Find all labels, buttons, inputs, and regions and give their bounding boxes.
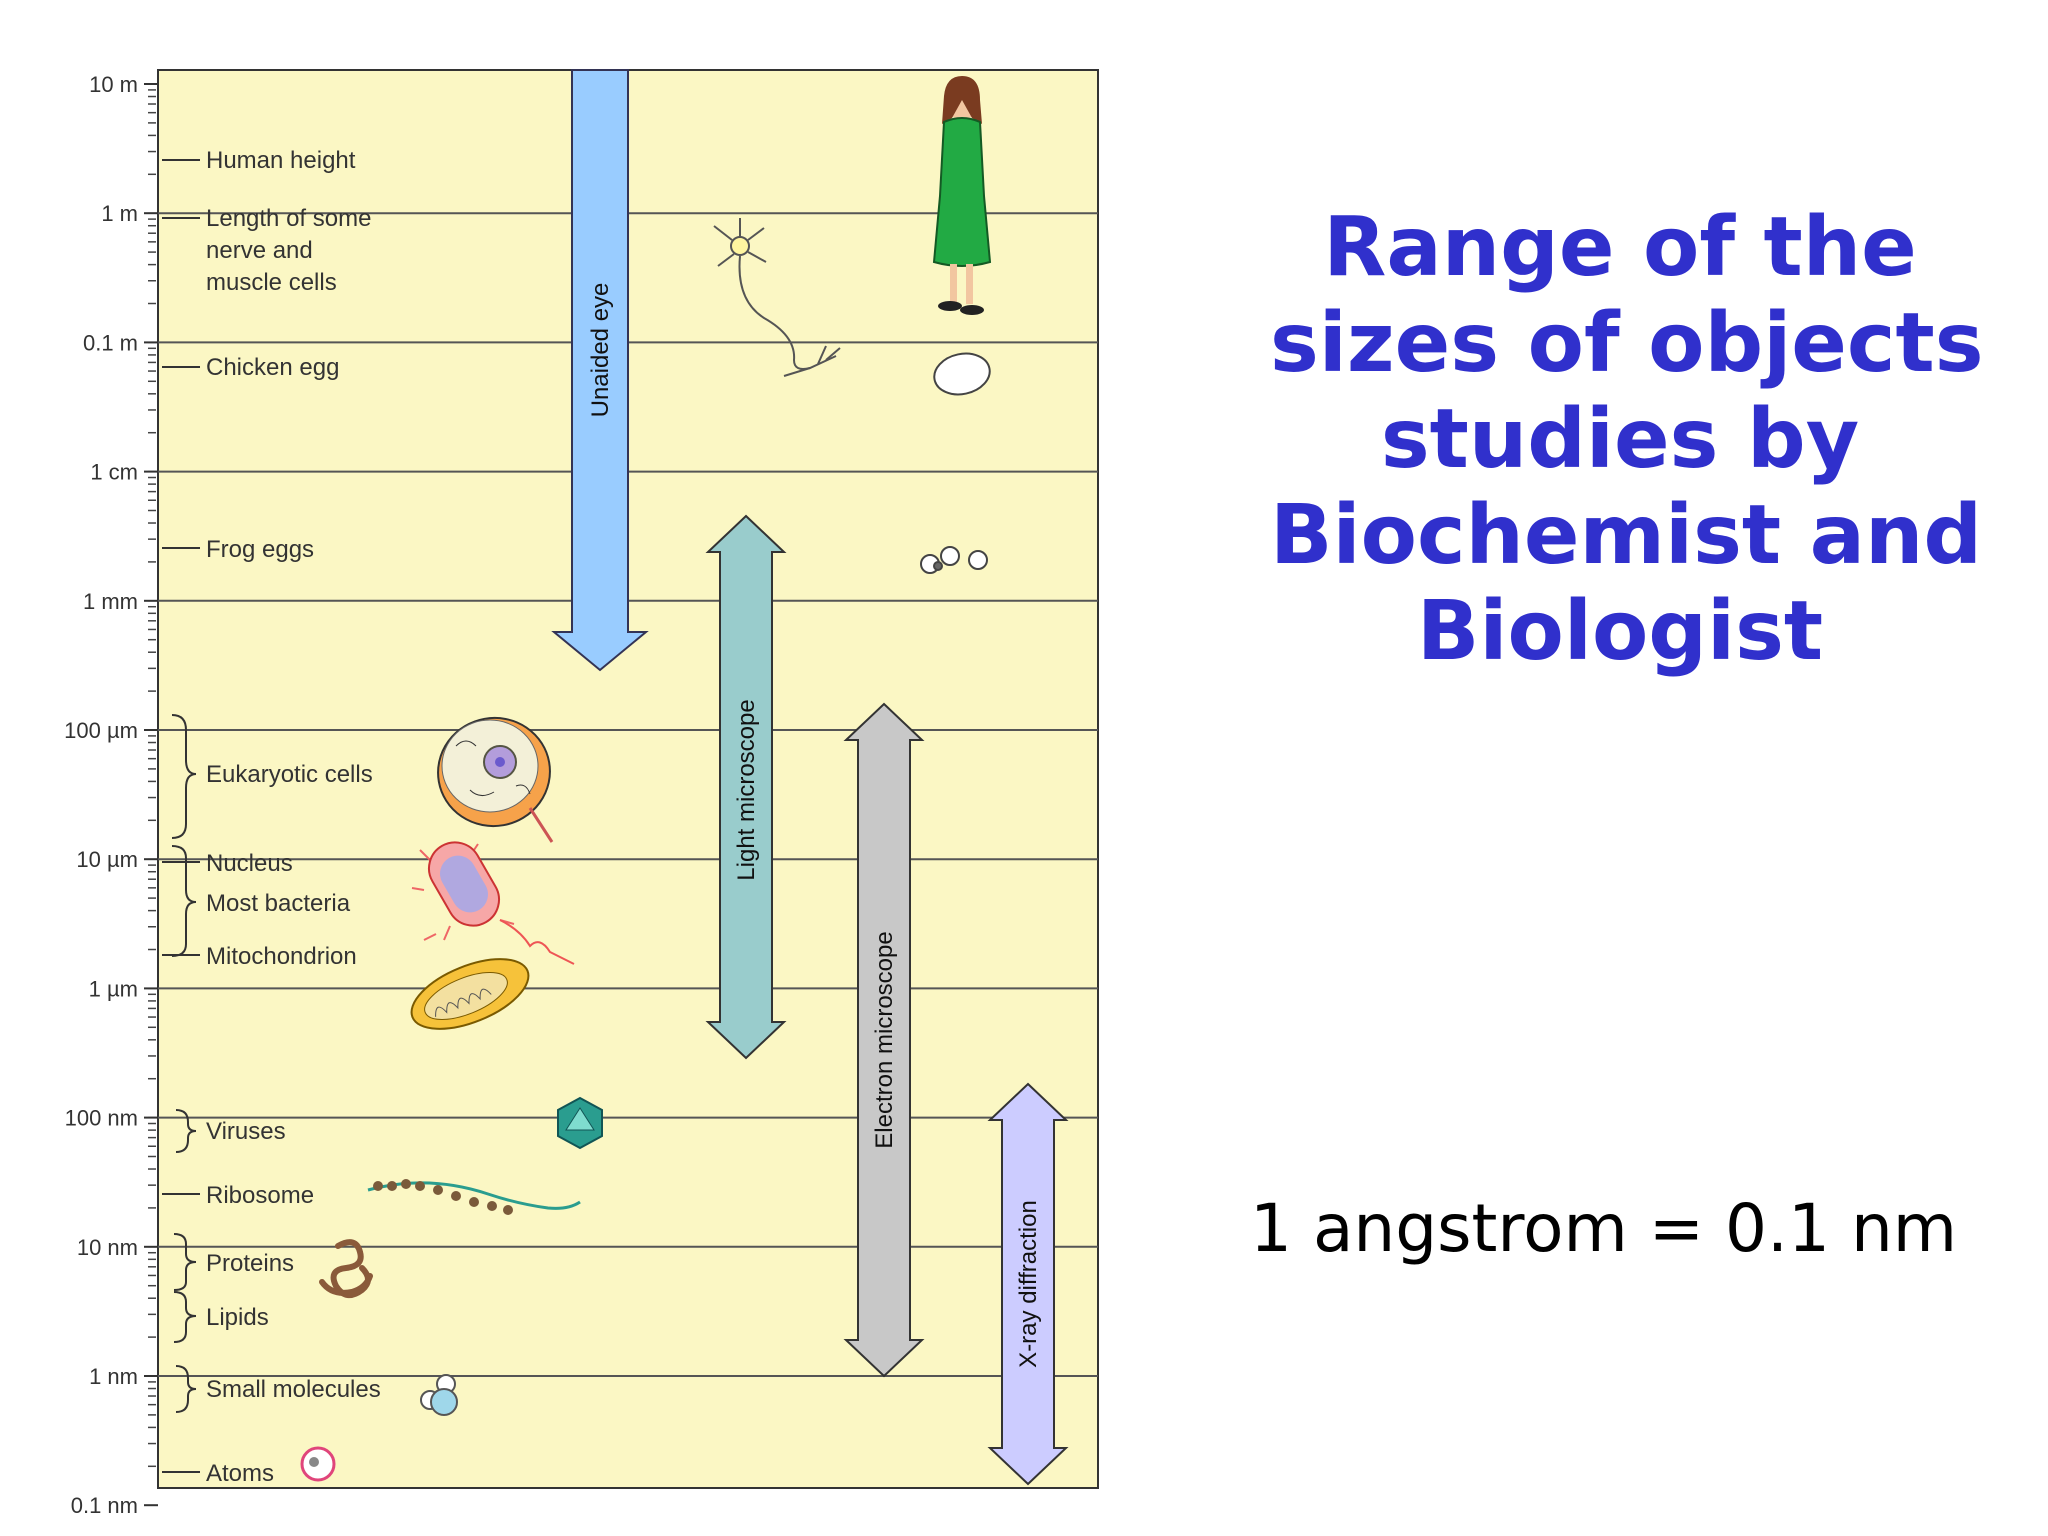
tick-label: 100 nm bbox=[65, 1106, 138, 1131]
arrow-electron-microscope: Electron microscope bbox=[843, 702, 925, 1378]
nerve-cell-icon bbox=[713, 218, 841, 377]
brace-small-molecules bbox=[175, 1365, 197, 1413]
label-viruses: Viruses bbox=[206, 1118, 286, 1145]
brace-proteins bbox=[173, 1233, 197, 1291]
small-molecule-icon bbox=[420, 1374, 458, 1416]
eukaryotic-cell-icon bbox=[437, 716, 554, 843]
tick-label: 10 µm bbox=[76, 847, 138, 872]
brace-most-bacteria bbox=[171, 845, 197, 957]
label-unaided-eye: Unaided eye bbox=[587, 283, 614, 418]
tick-label: 10 m bbox=[89, 72, 138, 97]
brace-lipids bbox=[173, 1291, 197, 1343]
tick-label: 0.1 m bbox=[83, 330, 138, 355]
arrow-unaided-eye: Unaided eye bbox=[551, 69, 649, 672]
human-icon bbox=[932, 76, 992, 315]
label-xray-diffraction: X-ray diffraction bbox=[1015, 1200, 1042, 1368]
brace-eukaryotic-cells bbox=[171, 714, 197, 839]
label-frog-eggs: Frog eggs bbox=[206, 536, 314, 563]
atom-icon bbox=[300, 1446, 336, 1482]
tick-label: 1 mm bbox=[83, 589, 138, 614]
label-nerve-muscle-line2: nerve and bbox=[206, 237, 313, 264]
minor-ticks bbox=[144, 83, 158, 1507]
label-ribosome: Ribosome bbox=[206, 1182, 314, 1209]
label-small-molecules: Small molecules bbox=[206, 1376, 381, 1403]
slide-title: Range of the sizes of objects studies by… bbox=[1270, 200, 1984, 680]
label-mitochondrion: Mitochondrion bbox=[206, 943, 357, 970]
label-nerve-muscle-line3: muscle cells bbox=[206, 269, 337, 296]
tick-label: 1 µm bbox=[89, 976, 138, 1001]
label-chicken-egg: Chicken egg bbox=[206, 354, 339, 381]
tick-label: 1 cm bbox=[90, 460, 138, 485]
title-line-1: Range of the bbox=[1323, 200, 1917, 295]
label-proteins: Proteins bbox=[206, 1250, 294, 1277]
angstrom-note: 1 angstrom = 0.1 nm bbox=[1250, 1190, 1958, 1267]
virus-icon bbox=[557, 1096, 603, 1150]
tick-label: 100 µm bbox=[64, 718, 138, 743]
object-labels: Human height Length of some nerve and mu… bbox=[162, 147, 381, 1487]
label-light-microscope: Light microscope bbox=[733, 699, 760, 880]
label-most-bacteria: Most bacteria bbox=[206, 890, 351, 917]
size-scale-diagram: 10 m 1 m 0.1 m 1 cm 1 mm 100 µm 10 µm 1 µm 100 n… bbox=[64, 69, 1099, 1518]
title-line-3: studies by bbox=[1380, 392, 1860, 487]
mitochondrion-icon bbox=[410, 958, 530, 1030]
label-lipids: Lipids bbox=[206, 1304, 269, 1331]
chicken-egg-icon bbox=[933, 352, 991, 396]
label-electron-microscope: Electron microscope bbox=[871, 931, 898, 1148]
title-line-4: Biochemist and bbox=[1270, 488, 1983, 583]
arrow-light-microscope: Light microscope bbox=[705, 514, 787, 1060]
tick-label: 0.1 nm bbox=[71, 1493, 138, 1518]
brace-viruses bbox=[175, 1109, 197, 1153]
ribosome-icon bbox=[367, 1179, 581, 1215]
tick-label: 1 m bbox=[101, 201, 138, 226]
tick-label: 10 nm bbox=[77, 1235, 138, 1260]
label-human-height: Human height bbox=[206, 147, 356, 174]
title-line-2: sizes of objects bbox=[1270, 296, 1984, 391]
bacterium-icon bbox=[411, 841, 575, 965]
label-nucleus: Nucleus bbox=[206, 850, 293, 877]
tick-labels: 10 m 1 m 0.1 m 1 cm 1 mm 100 µm 10 µm 1 µm 100 n… bbox=[64, 72, 138, 1518]
frog-eggs-icon bbox=[920, 546, 988, 574]
tick-label: 1 nm bbox=[89, 1364, 138, 1389]
label-nerve-muscle-line1: Length of some bbox=[206, 205, 371, 232]
arrow-xray-diffraction: X-ray diffraction bbox=[987, 1082, 1069, 1486]
title-line-5: Biologist bbox=[1416, 584, 1824, 679]
protein-icon bbox=[319, 1239, 373, 1299]
label-eukaryotic-cells: Eukaryotic cells bbox=[206, 761, 373, 788]
label-atoms: Atoms bbox=[206, 1460, 274, 1487]
